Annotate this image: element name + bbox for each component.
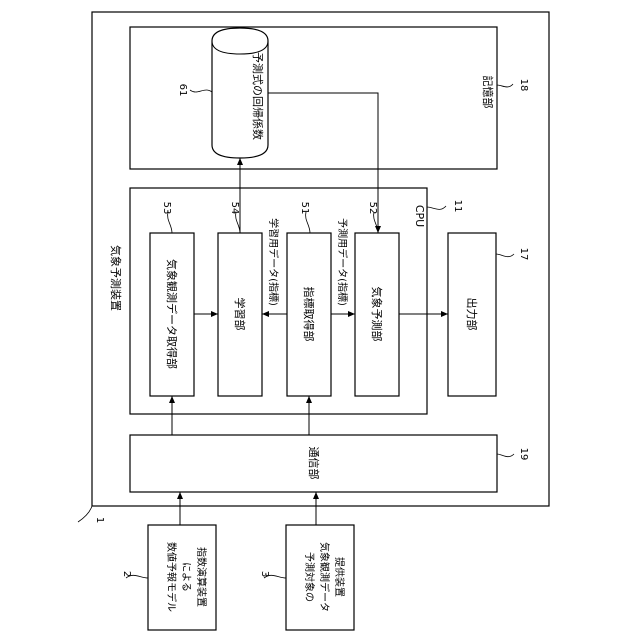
database-ref: 61 [177, 84, 188, 97]
cpu-label: CPU [413, 205, 426, 227]
learning-ref: 54 [229, 202, 240, 215]
device-label: 気象予測装置 [109, 245, 123, 311]
index-acq-label: 指標取得部 [302, 287, 316, 342]
obs-provider-label-line2: 気象観測データ [318, 542, 331, 612]
index-acq-ref: 51 [299, 202, 310, 215]
output-ref: 17 [518, 248, 529, 261]
storage-label: 記憶部 [481, 76, 495, 109]
weather-obs-acq-label: 気象観測データ取得部 [165, 259, 179, 369]
database-label: 予測式の回帰係数 [251, 52, 265, 140]
learning-data-label: 学習用データ(指標) [267, 218, 280, 306]
nwp-device-label-line1: 数値予報モデル [165, 542, 178, 612]
obs-provider-label-line1: 予測対象の [303, 552, 316, 602]
nwp-device-label-line2: による [180, 562, 192, 592]
weather-pred-ref: 52 [367, 202, 378, 215]
nwp-device-label-line3: 指数演算装置 [195, 547, 208, 607]
weather-pred-label: 気象予測部 [370, 287, 384, 342]
storage-ref: 18 [518, 79, 529, 92]
learning-label: 学習部 [233, 298, 247, 331]
obs-provider-ref: 3 [259, 571, 270, 577]
device-ref: 1 [94, 517, 105, 523]
comm-label: 通信部 [307, 447, 321, 480]
output-label: 出力部 [465, 298, 479, 331]
comm-ref: 19 [518, 448, 529, 461]
obs-provider-label-line3: 提供装置 [333, 557, 346, 597]
prediction-data-label: 予測用データ(指標) [336, 218, 349, 306]
cpu-ref: 11 [452, 200, 463, 213]
nwp-device-ref: 2 [121, 571, 132, 577]
device-ref-lead [78, 506, 92, 522]
weather-obs-acq-ref: 53 [161, 202, 172, 215]
storage-box [130, 27, 497, 169]
